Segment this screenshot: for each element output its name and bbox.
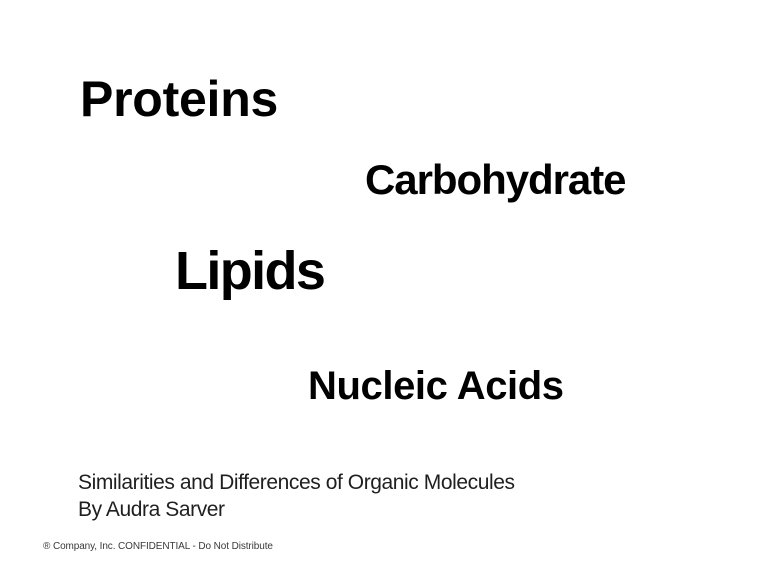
term-nucleic-acids: Nucleic Acids <box>308 364 564 408</box>
term-carbohydrate: Carbohydrate <box>365 156 627 203</box>
slide-caption-title: Similarities and Differences of Organic … <box>78 471 515 494</box>
term-lipids: Lipids <box>175 241 326 301</box>
slide-caption: Similarities and Differences of Organic … <box>78 469 515 523</box>
term-proteins: Proteins <box>80 71 279 127</box>
confidential-footer: ® Company, Inc. CONFIDENTIAL - Do Not Di… <box>43 541 273 552</box>
slide-caption-author: By Audra Sarver <box>78 498 225 521</box>
